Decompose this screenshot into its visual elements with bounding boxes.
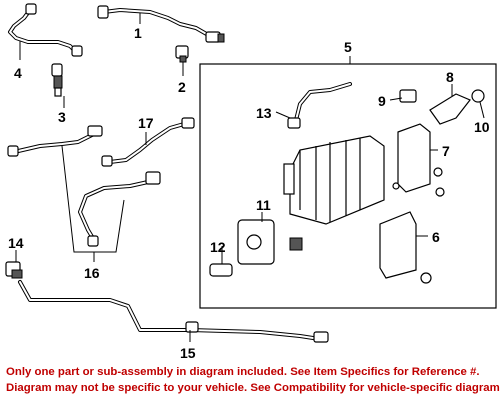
parts-diagram: 1 2 3 4 5 6 7 8 9 10 11 12 13 14 15 16 1…: [5, 3, 497, 361]
part-14-bracket: [5, 250, 23, 279]
part-8-mount: [429, 84, 471, 125]
bolts: [392, 167, 445, 284]
callout-16: 16: [84, 265, 100, 281]
callout-7: 7: [442, 143, 450, 159]
part-16-leader: [61, 145, 125, 262]
callout-6: 6: [432, 229, 440, 245]
part-13-tube: [275, 82, 352, 129]
part-1-purge-hose: [97, 5, 225, 43]
callout-3: 3: [58, 109, 66, 125]
part-12-connector: [209, 246, 233, 277]
callout-11: 11: [256, 197, 271, 213]
part-4-vapor-hose: [8, 3, 83, 60]
part-9-clip: [389, 89, 417, 103]
part-16-harness-upper: [7, 125, 103, 157]
part-6-bracket: [379, 211, 428, 279]
part-3-sensor: [51, 63, 65, 108]
callout-17: 17: [138, 115, 154, 131]
callout-14: 14: [8, 235, 24, 251]
part-5-canister-group-box: [199, 56, 497, 309]
part-10-bolt: [471, 89, 485, 119]
part-17-harness: [101, 117, 195, 167]
disclaimer-line-2: Diagram may not be specific to your vehi…: [6, 382, 500, 394]
callout-8: 8: [446, 69, 454, 85]
callout-10: 10: [474, 119, 490, 135]
part-2-connector: [175, 45, 189, 76]
callout-12: 12: [210, 239, 226, 255]
callout-9: 9: [378, 93, 386, 109]
callout-2: 2: [178, 79, 186, 95]
part-7-bracket: [397, 123, 438, 193]
callout-15: 15: [180, 345, 196, 361]
canister-assembly: [283, 135, 385, 251]
part-15-vapor-line: [18, 280, 329, 343]
part-16-harness-lower: [78, 171, 161, 247]
disclaimer-footer: Only one part or sub-assembly in diagram…: [0, 362, 500, 401]
callout-5: 5: [344, 39, 352, 55]
callout-1: 1: [134, 25, 142, 41]
callout-4: 4: [14, 65, 22, 81]
disclaimer-line-1: Only one part or sub-assembly in diagram…: [6, 366, 480, 378]
part-11-filter: [237, 212, 275, 265]
callout-13: 13: [256, 105, 272, 121]
